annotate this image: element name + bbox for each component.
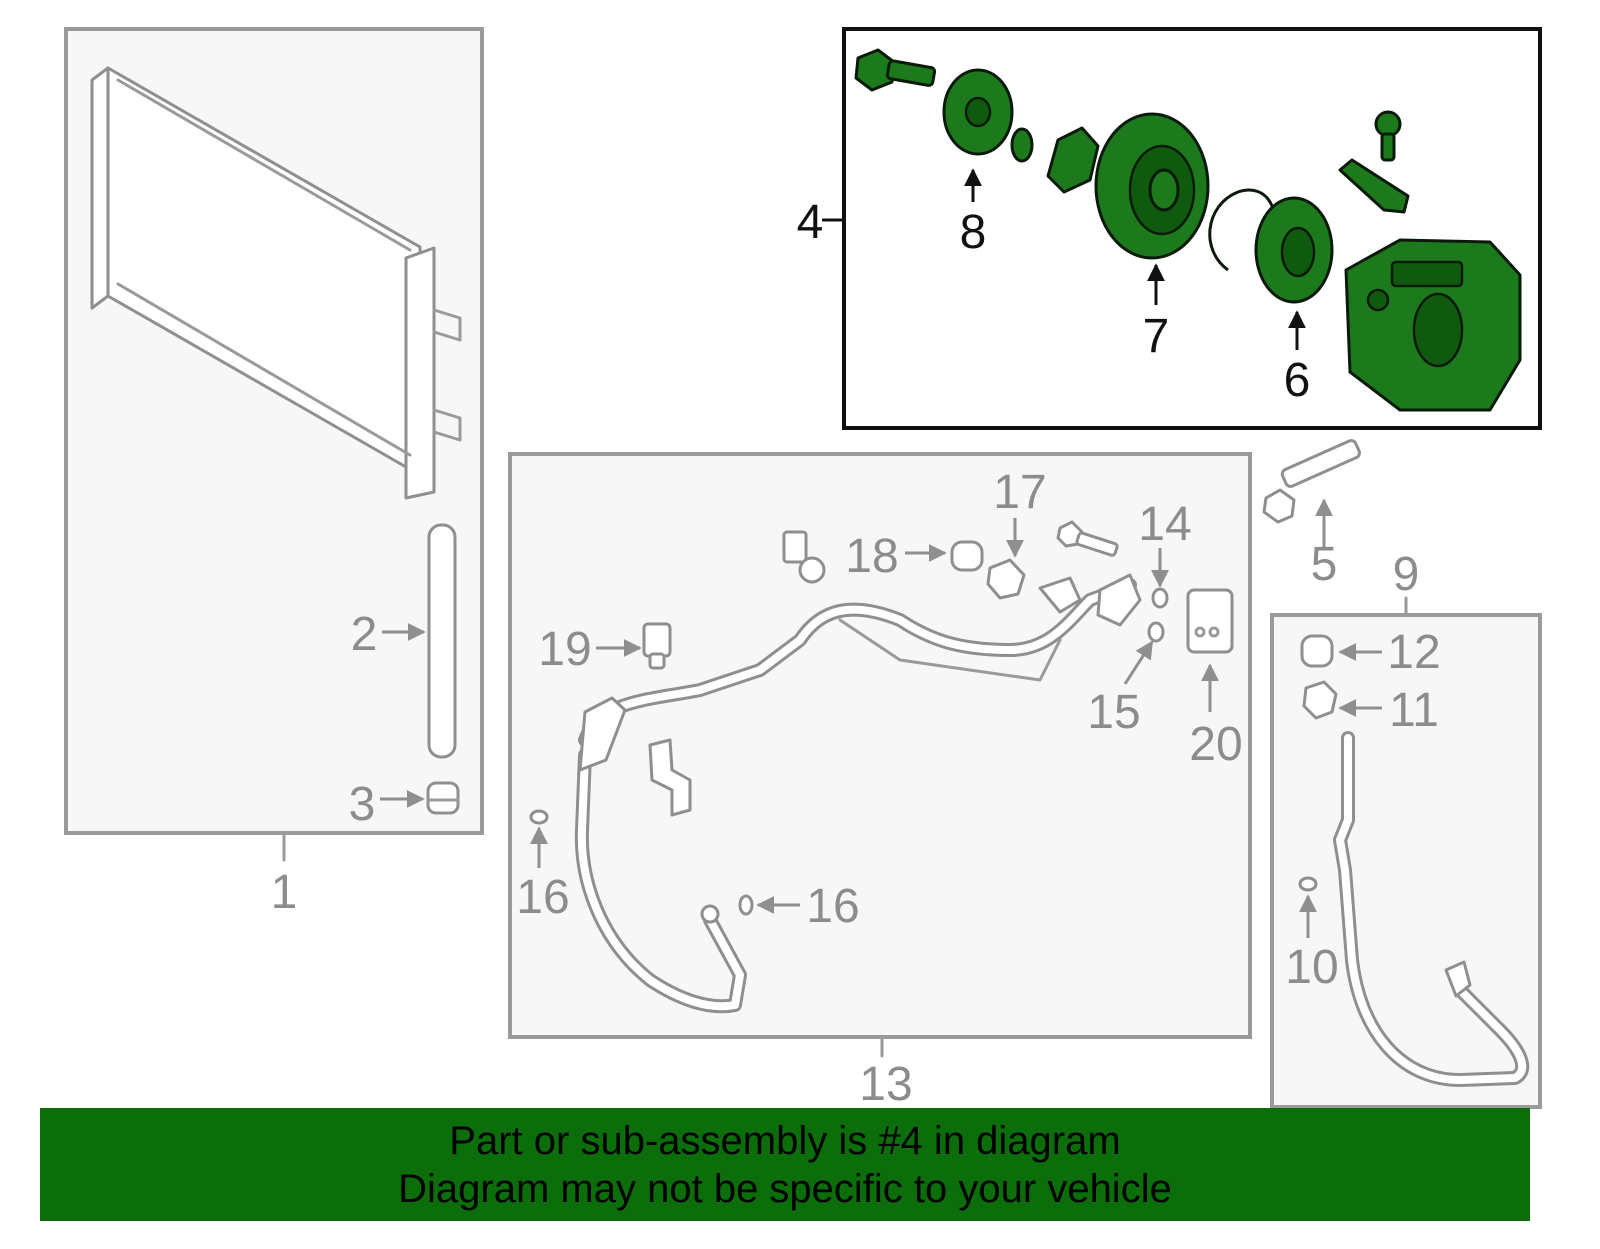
liquid-line-group[interactable]: 9 12 11 10 (1270, 548, 1542, 1109)
valve-17-part[interactable] (986, 558, 1026, 600)
label-11: 11 (1389, 684, 1439, 737)
label-17: 17 (993, 466, 1046, 519)
clutch-hub-part[interactable] (1046, 126, 1100, 194)
oring-10-part[interactable] (1298, 876, 1318, 892)
shim-part[interactable] (1010, 127, 1034, 163)
cap-18-part[interactable] (950, 540, 984, 572)
compressor-group[interactable]: 4 (797, 27, 1542, 430)
label-16a: 16 (516, 871, 569, 924)
oring-16a-part[interactable] (529, 809, 549, 825)
compressor-body-part[interactable] (1344, 238, 1522, 412)
condenser-group[interactable]: 1 2 3 (64, 27, 484, 919)
small-bolt-part[interactable] (1374, 110, 1402, 162)
ac-line-group[interactable]: 13 14 15 16 16 17 18 19 20 (508, 452, 1252, 1111)
clutch-plate-part[interactable] (942, 68, 1014, 156)
label-2: 2 (351, 608, 378, 661)
oring-14-part[interactable] (1151, 587, 1169, 609)
label-13: 13 (859, 1058, 912, 1111)
valve-11-part[interactable] (1302, 680, 1338, 720)
label-15: 15 (1087, 686, 1140, 739)
label-6: 6 (1284, 354, 1311, 407)
cap-12-part[interactable] (1300, 634, 1334, 668)
label-18: 18 (845, 530, 898, 583)
label-20: 20 (1189, 718, 1242, 771)
label-7: 7 (1143, 310, 1170, 363)
bolt-5-part[interactable] (1262, 439, 1361, 524)
pressure-switch-part[interactable] (642, 622, 672, 670)
info-banner: Part or sub-assembly is #4 in diagram Di… (40, 1108, 1530, 1221)
banner-line-1: Part or sub-assembly is #4 in diagram (449, 1118, 1121, 1163)
bolt-line-part[interactable] (1056, 520, 1119, 557)
label-9: 9 (1393, 548, 1420, 601)
oring-16b-part[interactable] (738, 894, 754, 916)
compressor-bolt-part[interactable] (854, 48, 937, 92)
suction-line-part[interactable] (578, 573, 1142, 747)
label-10: 10 (1285, 941, 1338, 994)
label-14: 14 (1138, 498, 1191, 551)
drier-cap-part[interactable] (426, 781, 460, 815)
liquid-line-part[interactable] (1333, 731, 1530, 1087)
label-19: 19 (538, 623, 591, 676)
condenser-part[interactable] (90, 66, 462, 500)
line-bracket-part[interactable] (648, 738, 692, 817)
clip-part[interactable] (782, 530, 826, 584)
receiver-drier-part[interactable] (427, 523, 457, 759)
bracket-part[interactable] (1338, 158, 1410, 214)
label-4: 4 (797, 196, 824, 249)
oring-15-part[interactable] (1147, 621, 1165, 643)
banner-line-2: Diagram may not be specific to your vehi… (398, 1166, 1172, 1211)
label-1: 1 (271, 866, 298, 919)
pulley-part[interactable] (1094, 112, 1210, 260)
discharge-hose-part[interactable] (574, 696, 747, 1014)
label-16b: 16 (806, 880, 859, 933)
label-8: 8 (960, 206, 987, 259)
field-coil-part[interactable] (1254, 196, 1334, 304)
label-5: 5 (1311, 538, 1338, 591)
label-12: 12 (1387, 626, 1440, 679)
label-3: 3 (349, 778, 376, 831)
expansion-valve-part[interactable] (1186, 588, 1234, 654)
